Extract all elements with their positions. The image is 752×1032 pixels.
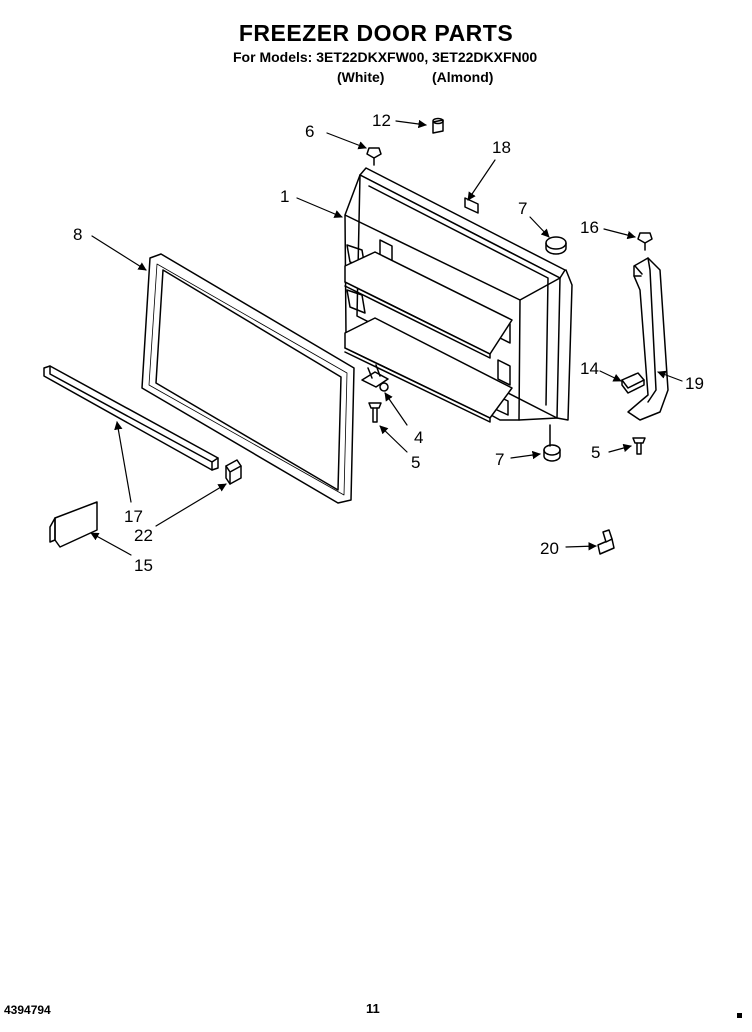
door-label-part <box>49 501 98 548</box>
callout-label: 22 <box>134 526 153 545</box>
callout-label: 15 <box>134 556 153 575</box>
callout-label: 7 <box>518 199 527 218</box>
callout-label: 14 <box>580 359 599 378</box>
screw-5-left-part <box>368 402 382 423</box>
door-stop-bottom-part <box>543 424 561 462</box>
trim-strip-part <box>43 365 219 471</box>
screw-5-right-part <box>632 437 646 455</box>
plug-part <box>432 117 444 134</box>
door-gasket-part <box>141 253 355 504</box>
document-number: 4394794 <box>4 1003 51 1017</box>
callout-label: 8 <box>73 225 82 244</box>
callout-label: 1 <box>280 187 289 206</box>
registration-mark <box>737 1013 742 1018</box>
color-white-label: (White) <box>337 69 385 85</box>
callout-label: 17 <box>124 507 143 526</box>
callout-labels: 12 6 18 1 7 16 8 14 19 4 5 7 5 17 22 15 … <box>73 111 704 575</box>
trim-cap-part <box>225 459 242 485</box>
callout-label: 7 <box>495 450 504 469</box>
handle-plate-part <box>621 372 645 394</box>
callout-label: 20 <box>540 539 559 558</box>
hinge-part <box>361 364 389 392</box>
callout-label: 5 <box>591 443 600 462</box>
callout-label: 19 <box>685 374 704 393</box>
color-almond-label: (Almond) <box>432 69 494 85</box>
callout-label: 16 <box>580 218 599 237</box>
callout-label: 12 <box>372 111 391 130</box>
model-numbers: For Models: 3ET22DKXFW00, 3ET22DKXFN00 <box>233 49 538 65</box>
page-title: FREEZER DOOR PARTS <box>238 20 514 46</box>
leader-lines <box>90 119 683 556</box>
page-number: 11 <box>366 1001 380 1016</box>
callout-label: 4 <box>414 428 423 447</box>
callout-label: 5 <box>411 453 420 472</box>
screw-16-part <box>637 232 653 251</box>
door-stop-top-part <box>545 236 567 255</box>
stop-clip-part <box>597 529 615 555</box>
callout-label: 18 <box>492 138 511 157</box>
callout-label: 6 <box>305 122 314 141</box>
screw-6-part <box>366 147 382 166</box>
door-liner-part <box>344 167 573 423</box>
door-handle-part <box>627 257 669 421</box>
